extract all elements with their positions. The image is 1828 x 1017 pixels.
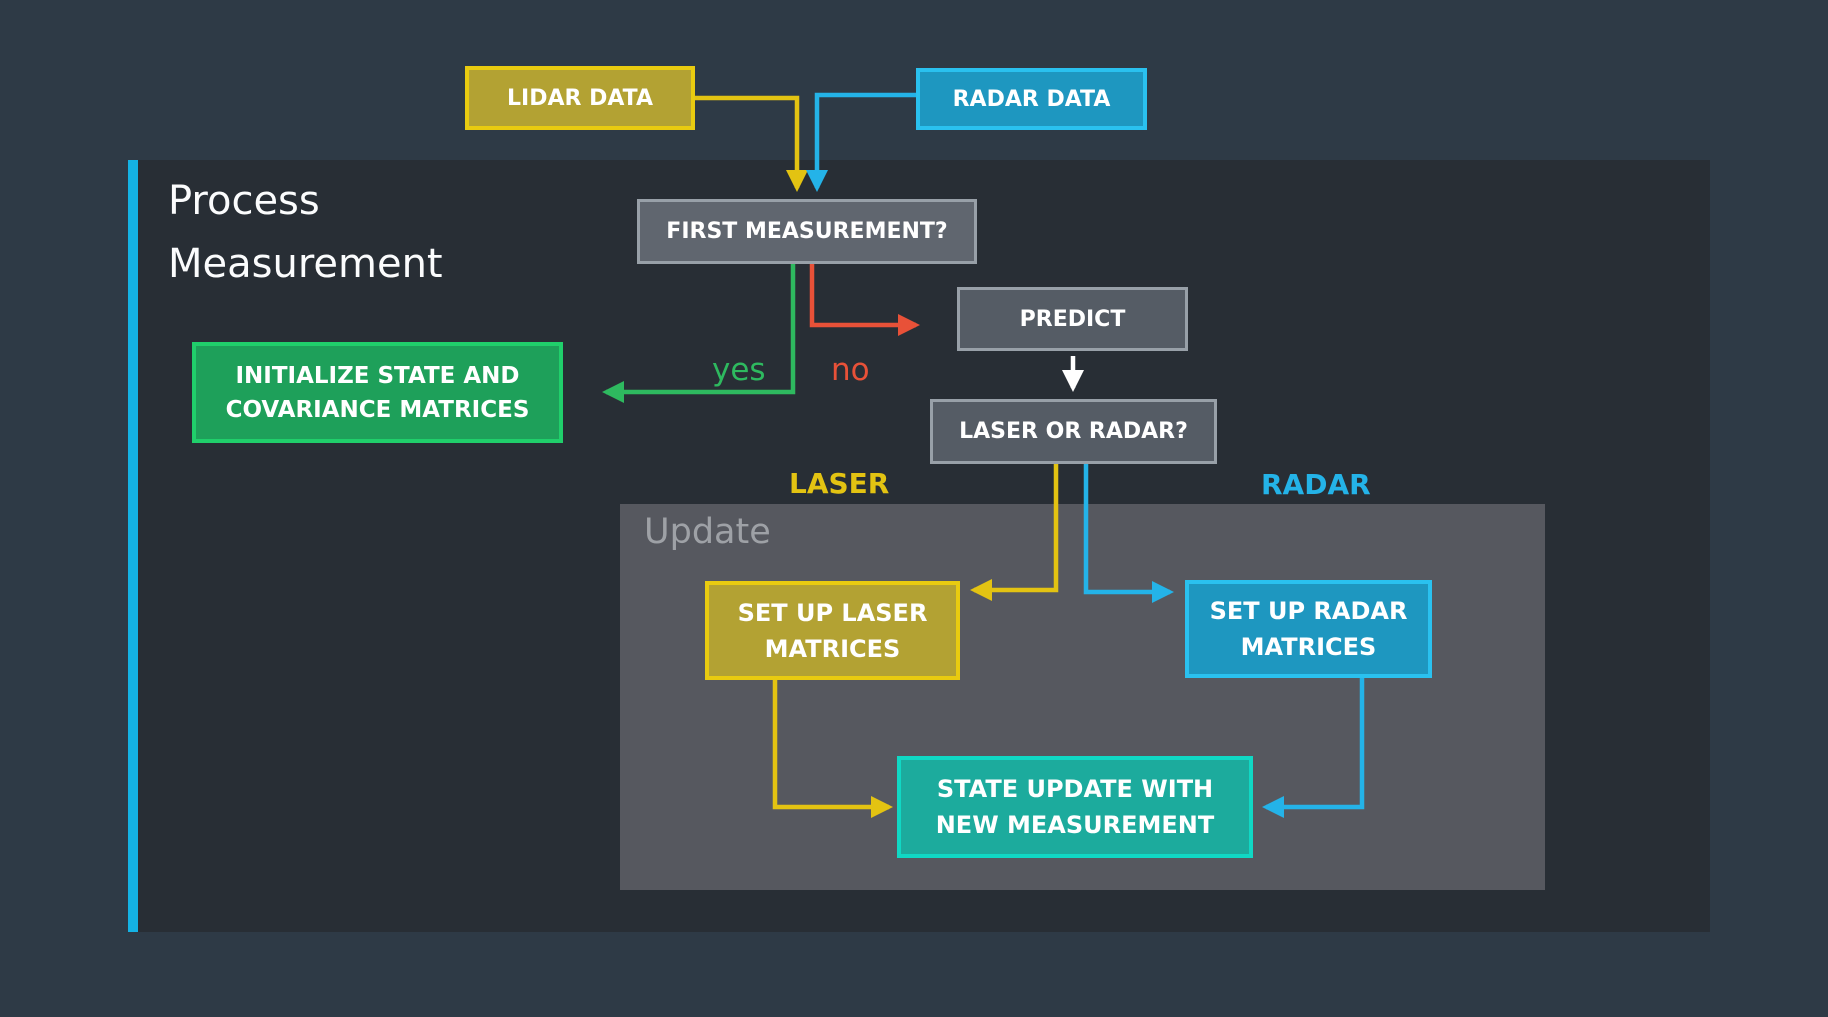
node-lidar-data-label: LIDAR DATA [507, 85, 653, 111]
node-initialize-state-covariance-label: INITIALIZE STATE AND COVARIANCE MATRICES [225, 362, 530, 423]
process-measurement-title: Process Measurement [168, 178, 443, 287]
node-first-measurement-label: FIRST MEASUREMENT? [666, 219, 948, 244]
node-setup-laser-matrices-label: SET UP LASER MATRICES [737, 598, 928, 663]
node-setup-laser-matrices: SET UP LASER MATRICES [705, 581, 960, 680]
branch-label-laser: LASER [789, 467, 890, 500]
node-state-update: STATE UPDATE WITH NEW MEASUREMENT [897, 756, 1253, 858]
node-laser-or-radar: LASER OR RADAR? [930, 399, 1217, 464]
node-setup-radar-matrices: SET UP RADAR MATRICES [1185, 580, 1432, 678]
connector-radar-branch [1083, 464, 1174, 603]
node-state-update-label: STATE UPDATE WITH NEW MEASUREMENT [935, 775, 1215, 839]
connector-lidar-to-first [695, 95, 808, 192]
node-radar-data-label: RADAR DATA [952, 86, 1111, 112]
node-predict: PREDICT [957, 287, 1188, 351]
node-first-measurement: FIRST MEASUREMENT? [637, 199, 977, 264]
branch-label-no: no [831, 352, 870, 388]
connector-radar-to-state-update [1262, 678, 1365, 818]
node-predict-label: PREDICT [1019, 306, 1126, 332]
node-setup-radar-matrices-label: SET UP RADAR MATRICES [1209, 597, 1408, 661]
node-initialize-state-covariance: INITIALIZE STATE AND COVARIANCE MATRICES [192, 342, 563, 443]
branch-label-radar: RADAR [1261, 468, 1371, 501]
update-panel-title: Update [644, 512, 771, 552]
node-radar-data: RADAR DATA [916, 68, 1147, 130]
node-lidar-data: LIDAR DATA [465, 66, 695, 130]
connector-laser-to-state-update [772, 680, 893, 818]
connector-radar-to-first [806, 92, 916, 192]
branch-label-yes: yes [712, 352, 766, 388]
connector-laser-branch [970, 464, 1059, 601]
node-laser-or-radar-label: LASER OR RADAR? [959, 419, 1188, 444]
connector-first-yes-to-initialize [602, 264, 796, 403]
connector-first-no-to-predict [809, 264, 920, 336]
